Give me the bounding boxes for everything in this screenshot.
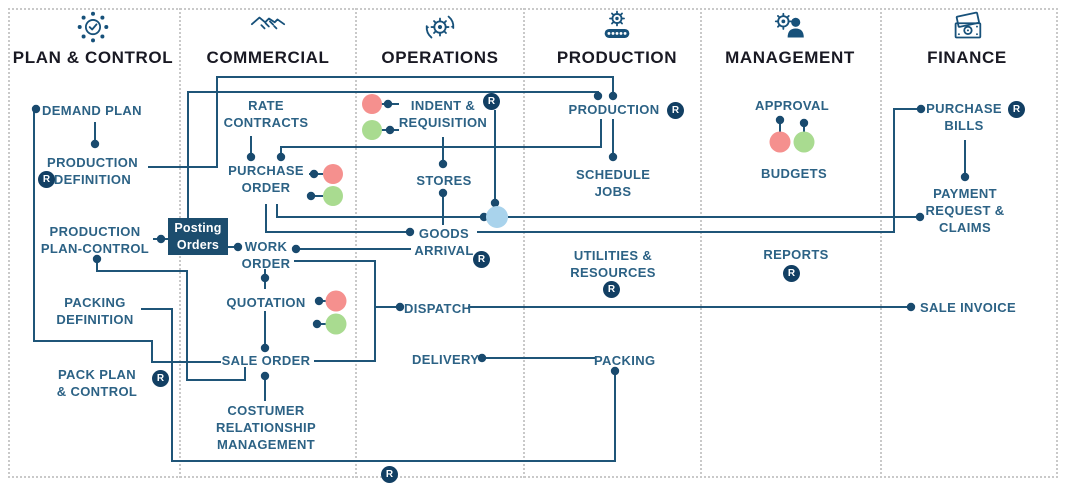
- node-work-order: WORK ORDER: [241, 239, 291, 272]
- column-divider: [355, 8, 357, 478]
- gear-cycle-icon: [425, 15, 455, 39]
- gear-person-icon: [774, 12, 804, 38]
- node-rate-contracts: RATE CONTRACTS: [223, 98, 309, 131]
- node-pack-plan-control: PACK PLAN & CONTROL: [56, 367, 138, 400]
- column-divider: [523, 8, 525, 478]
- node-indent-requisition: INDENT & REQUISITION: [398, 98, 488, 131]
- plan-control-icon: [77, 11, 109, 43]
- node-posting-orders: Posting Orders: [168, 218, 228, 255]
- node-production: PRODUCTION: [568, 102, 660, 117]
- r-badge: R: [473, 251, 490, 268]
- node-sale-order: SALE ORDER: [221, 353, 311, 368]
- node-quotation: QUOTATION: [226, 295, 306, 310]
- r-badge: R: [783, 265, 800, 282]
- column-title-plan-control: PLAN & CONTROL: [12, 48, 174, 67]
- column-title-management: MANAGEMENT: [725, 48, 855, 67]
- node-budgets: BUDGETS: [760, 166, 827, 181]
- column-divider: [700, 8, 702, 478]
- node-purchase-order: PURCHASE ORDER: [228, 163, 304, 196]
- node-payment-request-claims: PAYMENT REQUEST & CLAIMS: [925, 186, 1005, 236]
- column-title-finance: FINANCE: [927, 48, 1007, 67]
- node-production-definition: PRODUCTION DEFINITION: [47, 155, 138, 188]
- node-stores: STORES: [416, 173, 472, 188]
- node-delivery: DELIVERY: [412, 352, 480, 367]
- node-packing: PACKING: [594, 353, 656, 368]
- handshake-icon: [250, 16, 286, 30]
- r-badge: R: [667, 102, 684, 119]
- r-badge: R: [38, 171, 55, 188]
- node-sale-invoice: SALE INVOICE: [920, 300, 1016, 315]
- gear-conveyor-icon: [604, 10, 630, 38]
- node-demand-plan: DEMAND PLAN: [42, 103, 142, 118]
- node-customer-relationship-management: COSTUMER RELATIONSHIP MANAGEMENT: [215, 403, 317, 453]
- column-divider: [880, 8, 882, 478]
- column-title-commercial: COMMERCIAL: [206, 48, 330, 67]
- column-title-production: PRODUCTION: [556, 48, 678, 67]
- node-dispatch: DISPATCH: [404, 301, 472, 316]
- node-production-plan-control: PRODUCTION PLAN-CONTROL: [40, 224, 150, 257]
- r-badge: R: [152, 370, 169, 387]
- node-schedule-jobs: SCHEDULE JOBS: [576, 167, 651, 200]
- r-badge: R: [603, 281, 620, 298]
- node-approval: APPROVAL: [754, 98, 830, 113]
- node-utilities-resources: UTILITIES & RESOURCES: [570, 248, 656, 281]
- node-purchase-bills: PURCHASE BILLS: [926, 101, 1002, 134]
- node-packing-definition: PACKING DEFINITION: [56, 295, 134, 328]
- node-goods-arrival: GOODS ARRIVAL: [414, 226, 474, 259]
- r-badge: R: [1008, 101, 1025, 118]
- dotted-frame: [8, 8, 1058, 478]
- banknotes-icon: [954, 11, 982, 39]
- column-title-operations: OPERATIONS: [381, 48, 499, 67]
- r-badge: R: [381, 466, 398, 483]
- node-reports: REPORTS: [763, 247, 829, 262]
- r-badge: R: [483, 93, 500, 110]
